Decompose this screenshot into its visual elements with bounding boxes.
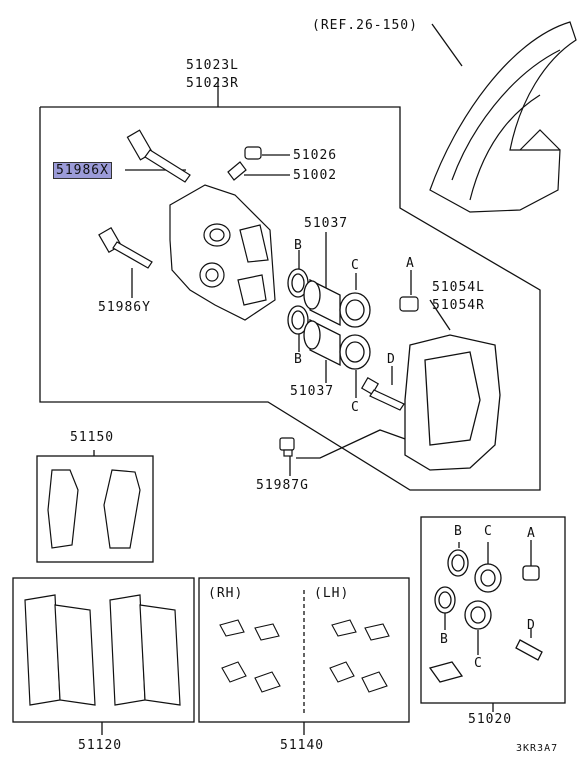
pad-2-icon	[54, 604, 96, 706]
ref-label: (REF.26-150)	[312, 18, 418, 33]
bleeder-screw-icon	[227, 161, 247, 181]
clip-kit-rh-label: (RH)	[208, 586, 244, 601]
caliper-part-l: 51023L	[186, 58, 239, 73]
letter-c-bottom: C	[351, 400, 360, 415]
part-51026-label: 51026	[293, 148, 338, 163]
part-51002-label: 51002	[293, 168, 338, 183]
bolt-g-icon	[279, 437, 295, 451]
clip-lh-1-icon	[331, 619, 357, 637]
kit-letter-d: D	[527, 618, 536, 633]
caliper-part-r: 51023R	[186, 76, 239, 91]
part-51037-bottom-label: 51037	[290, 384, 335, 399]
kit-bolt-d-icon	[515, 639, 543, 661]
dust-shield-icon	[429, 21, 577, 213]
kit-letter-c-2: C	[474, 656, 483, 671]
shim-left-icon	[47, 469, 79, 549]
clip-rh-3-icon	[221, 661, 247, 683]
caliper-frame	[39, 106, 541, 491]
clip-kit-lh-label: (LH)	[314, 586, 350, 601]
letter-d: D	[387, 352, 396, 367]
part-51054r-label: 51054R	[432, 298, 485, 313]
highlighted-part-label[interactable]: 51986X	[53, 162, 112, 179]
clip-lh-3-icon	[329, 661, 355, 683]
letter-a: A	[406, 256, 415, 271]
part-51987g-label: 51987G	[256, 478, 309, 493]
box-51120	[12, 577, 195, 723]
letter-b-bottom: B	[294, 352, 303, 367]
kit-letter-b-2: B	[440, 632, 449, 647]
kit-letter-b-1: B	[454, 524, 463, 539]
shim-right-icon	[103, 469, 141, 549]
part-51150-label: 51150	[70, 430, 115, 445]
part-51054l-label: 51054L	[432, 280, 485, 295]
kit-letter-a: A	[527, 526, 536, 541]
letter-c-top: C	[351, 258, 360, 273]
sleeve-a-icon	[399, 296, 419, 312]
bracket-icon	[404, 334, 501, 471]
clip-rh-4-icon	[254, 671, 281, 693]
part-51037-top-label: 51037	[304, 216, 349, 231]
part-51120-label: 51120	[78, 738, 123, 753]
part-51140-label: 51140	[280, 738, 325, 753]
kit-sleeve-a-icon	[522, 565, 540, 581]
part-51020-label: 51020	[468, 712, 513, 727]
clip-lh-2-icon	[364, 623, 390, 641]
part-51986y-label: 51986Y	[98, 300, 151, 315]
kit-letter-c-1: C	[484, 524, 493, 539]
bleeder-cap-icon	[244, 146, 262, 160]
pad-4-icon	[139, 604, 181, 706]
diagram-code: 3KR3A7	[516, 743, 559, 754]
clip-rh-1-icon	[219, 619, 245, 637]
box-51150	[36, 455, 154, 563]
clip-lh-4-icon	[361, 671, 388, 693]
clip-rh-2-icon	[254, 623, 280, 641]
grease-pack-icon	[428, 661, 464, 683]
letter-b-top: B	[294, 238, 303, 253]
